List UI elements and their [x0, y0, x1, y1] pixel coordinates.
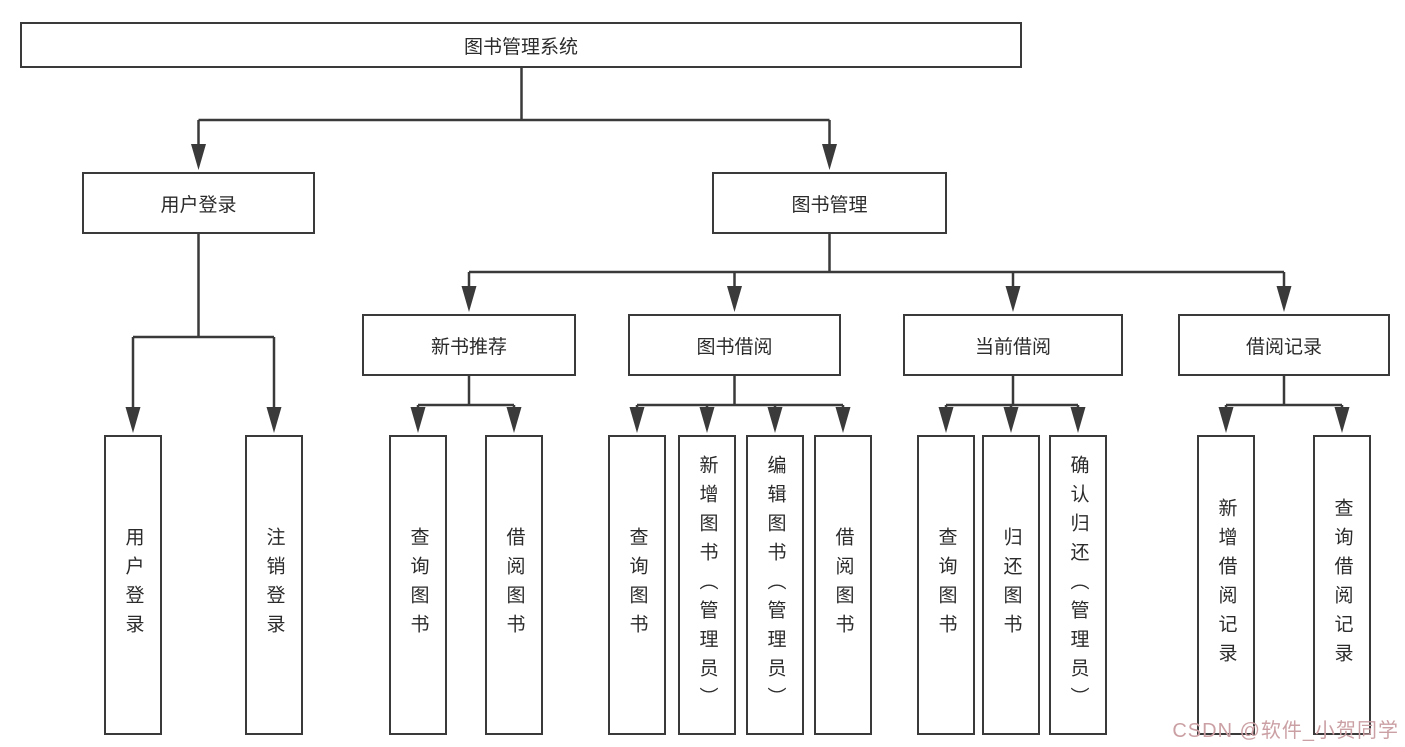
leaf-return-books-label: 归还图书	[1000, 527, 1022, 643]
leaf-logout-label: 注销登录	[263, 527, 285, 643]
leaf-user-login: 用户登录	[104, 435, 162, 735]
leaf-recommend-query-books: 查询图书	[389, 435, 447, 735]
node-new-book-recommend-label: 新书推荐	[430, 336, 507, 358]
node-book-borrowing-label: 图书借阅	[696, 336, 773, 358]
csdn-watermark: CSDN @软件_小贺同学	[1172, 720, 1399, 742]
leaf-user-login-label: 用户登录	[122, 527, 144, 643]
leaf-logout: 注销登录	[245, 435, 303, 735]
node-book-management-label: 图书管理	[791, 194, 868, 216]
node-current-borrowing: 当前借阅	[903, 314, 1123, 376]
leaf-borrow-books: 借阅图书	[814, 435, 872, 735]
leaf-query-borrow-record: 查询借阅记录	[1313, 435, 1371, 735]
node-book-management: 图书管理	[712, 172, 947, 234]
leaf-borrow-books-label: 借阅图书	[832, 527, 854, 643]
leaf-confirm-return-admin: 确认归还（管理员）	[1049, 435, 1107, 735]
leaf-recommend-query-books-label: 查询图书	[407, 527, 429, 643]
node-borrowing-records-label: 借阅记录	[1245, 336, 1322, 358]
connector-paths	[131, 67, 1344, 414]
arrowheads	[125, 144, 1350, 433]
leaf-recommend-borrow-books: 借阅图书	[485, 435, 543, 735]
leaf-add-borrow-record-label: 新增借阅记录	[1215, 498, 1237, 672]
leaf-add-books-admin-label: 新增图书（管理员）	[696, 454, 718, 716]
leaf-edit-books-admin: 编辑图书（管理员）	[746, 435, 804, 735]
leaf-edit-books-admin-label: 编辑图书（管理员）	[764, 454, 786, 716]
leaf-add-books-admin: 新增图书（管理员）	[678, 435, 736, 735]
leaf-current-query-books: 查询图书	[917, 435, 975, 735]
leaf-return-books: 归还图书	[982, 435, 1040, 735]
node-current-borrowing-label: 当前借阅	[974, 336, 1051, 358]
leaf-query-borrow-record-label: 查询借阅记录	[1331, 498, 1353, 672]
node-borrowing-records: 借阅记录	[1178, 314, 1390, 376]
node-root-label: 图书管理系统	[463, 36, 578, 58]
node-book-borrowing: 图书借阅	[628, 314, 841, 376]
node-new-book-recommend: 新书推荐	[362, 314, 576, 376]
leaf-recommend-borrow-books-label: 借阅图书	[503, 527, 525, 643]
leaf-current-query-books-label: 查询图书	[935, 527, 957, 643]
node-user-login-label: 用户登录	[160, 194, 237, 216]
leaf-confirm-return-admin-label: 确认归还（管理员）	[1067, 454, 1089, 716]
node-user-login: 用户登录	[82, 172, 315, 234]
node-root: 图书管理系统	[20, 22, 1022, 68]
leaf-add-borrow-record: 新增借阅记录	[1197, 435, 1255, 735]
leaf-borrowing-query-books-label: 查询图书	[626, 527, 648, 643]
leaf-borrowing-query-books: 查询图书	[608, 435, 666, 735]
